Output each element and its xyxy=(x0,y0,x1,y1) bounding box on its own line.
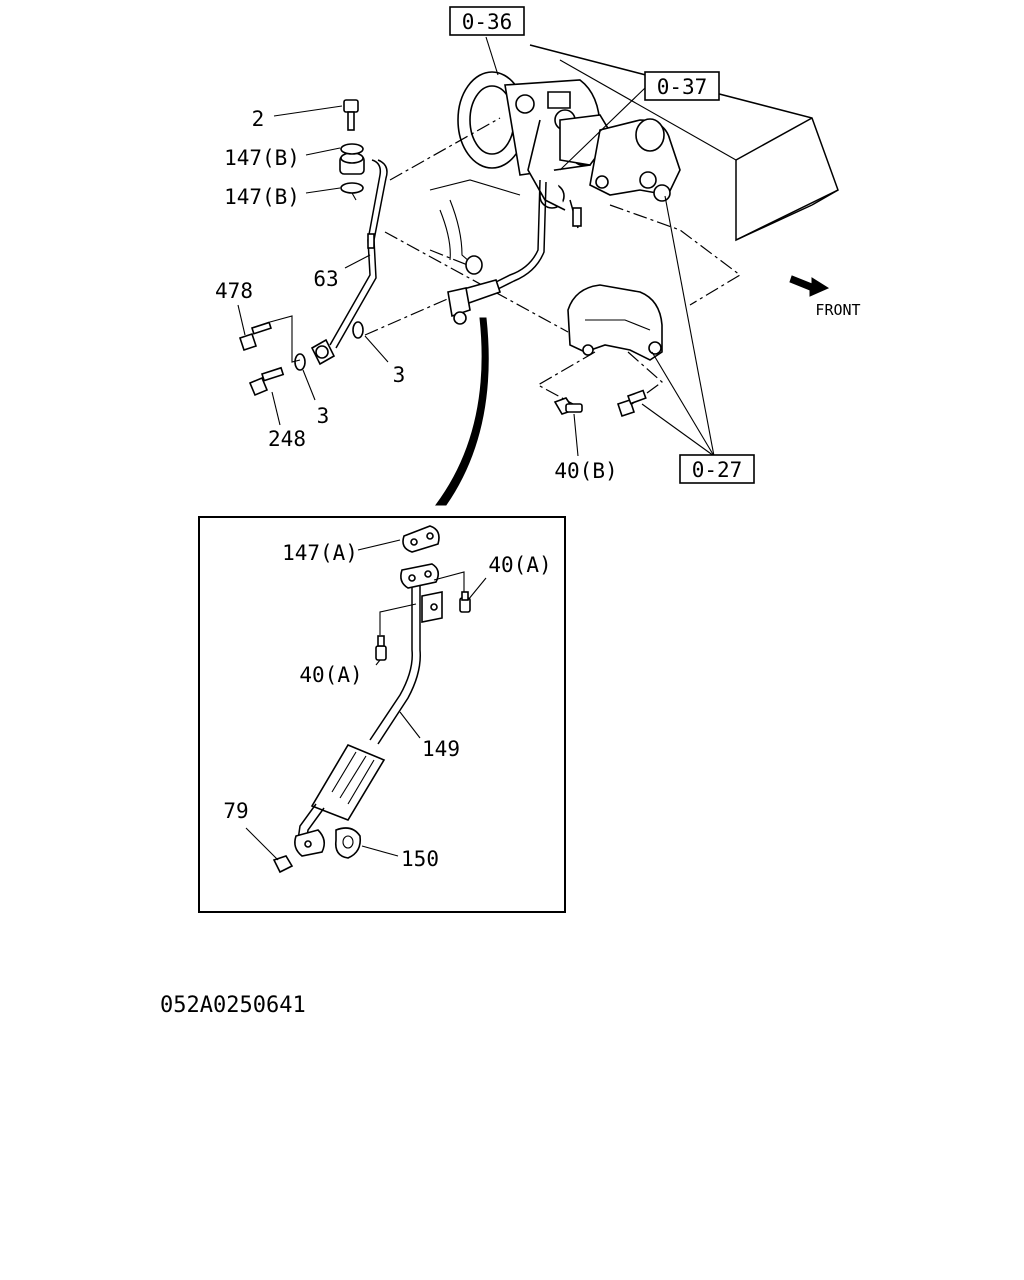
part-label-150: 150 xyxy=(401,847,439,871)
part-label-3: 3 xyxy=(317,404,330,428)
part-label-149: 149 xyxy=(422,737,460,761)
part-label-248: 248 xyxy=(268,427,306,451)
ref-label: 0-27 xyxy=(692,458,743,482)
front-indicator: FRONT xyxy=(789,275,861,319)
part-label-147b: 147(B) xyxy=(224,185,300,209)
ref-label: 0-36 xyxy=(462,10,513,34)
diagram-code: 052A0250641 xyxy=(160,993,306,1018)
part-label-147b: 147(B) xyxy=(224,146,300,170)
detail-pointer xyxy=(435,317,489,506)
part-label-147a: 147(A) xyxy=(282,541,358,565)
oil-feed-pipe xyxy=(310,152,388,366)
turbocharger xyxy=(457,71,681,229)
oil-return-pipe-149 xyxy=(272,525,471,874)
fasteners xyxy=(238,99,647,418)
heat-shield xyxy=(567,284,663,361)
leader-lines-upper xyxy=(237,36,715,457)
ref-box-0-36[interactable]: 0-36 xyxy=(449,6,525,36)
oil-return-pipe xyxy=(447,179,547,325)
part-label-478: 478 xyxy=(215,279,253,303)
part-label-40a: 40(A) xyxy=(299,663,362,687)
part-label-40b: 40(B) xyxy=(554,459,617,483)
part-label-79: 79 xyxy=(223,799,248,823)
part-label-40a: 40(A) xyxy=(488,553,551,577)
ref-box-0-37[interactable]: 0-37 xyxy=(644,71,720,101)
front-label: FRONT xyxy=(815,301,860,319)
front-arrow-icon xyxy=(789,275,830,297)
ref-box-0-27[interactable]: 0-27 xyxy=(679,454,755,484)
detail-inset: 147(A) 40(A) 40(A) 149 79 150 xyxy=(198,516,566,913)
part-label-63: 63 xyxy=(313,267,338,291)
ref-label: 0-37 xyxy=(657,75,708,99)
part-label-2: 2 xyxy=(252,107,265,131)
part-label-3: 3 xyxy=(393,363,406,387)
